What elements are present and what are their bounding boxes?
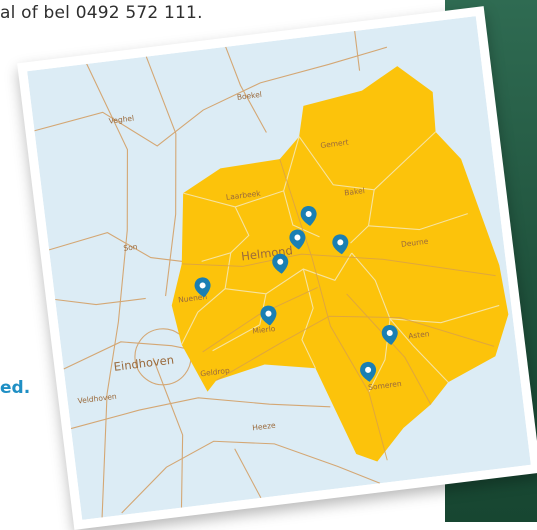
label-mierlo: Mierlo bbox=[252, 324, 276, 336]
location-pin-icon[interactable] bbox=[300, 205, 318, 227]
location-pin-icon[interactable] bbox=[194, 277, 212, 299]
label-son: Son bbox=[123, 242, 138, 253]
label-heeze: Heeze bbox=[252, 421, 277, 433]
location-pin-icon[interactable] bbox=[359, 361, 377, 383]
label-bakel: Bakel bbox=[344, 186, 365, 197]
location-pin-icon[interactable] bbox=[271, 253, 289, 275]
municipal-boundaries bbox=[181, 131, 500, 393]
area-roads bbox=[181, 158, 496, 461]
contact-text: al of bel 0492 572 111. bbox=[0, 3, 203, 23]
location-pin-icon[interactable] bbox=[289, 229, 307, 251]
location-pin-icon[interactable] bbox=[331, 233, 349, 255]
label-someren: Someren bbox=[368, 379, 403, 392]
location-pin-icon[interactable] bbox=[381, 324, 399, 346]
service-area-map: Veghel Boekel Gemert Laarbeek Bakel Son … bbox=[27, 16, 531, 520]
label-geldrop: Geldrop bbox=[200, 366, 231, 379]
location-pin-icon[interactable] bbox=[260, 305, 278, 327]
cta-text-fragment: ed. bbox=[0, 378, 31, 398]
label-gemert: Gemert bbox=[320, 138, 349, 150]
label-deurne: Deurne bbox=[400, 237, 429, 249]
map-card: Veghel Boekel Gemert Laarbeek Bakel Son … bbox=[17, 6, 537, 530]
label-boekel: Boekel bbox=[236, 90, 262, 102]
service-area bbox=[171, 66, 509, 462]
label-nuenen: Nuenen bbox=[178, 292, 208, 305]
location-pins bbox=[194, 205, 399, 383]
label-asten: Asten bbox=[408, 329, 431, 341]
background-roads bbox=[34, 30, 388, 518]
label-veghel: Veghel bbox=[108, 114, 134, 126]
label-laarbeek: Laarbeek bbox=[225, 189, 261, 202]
